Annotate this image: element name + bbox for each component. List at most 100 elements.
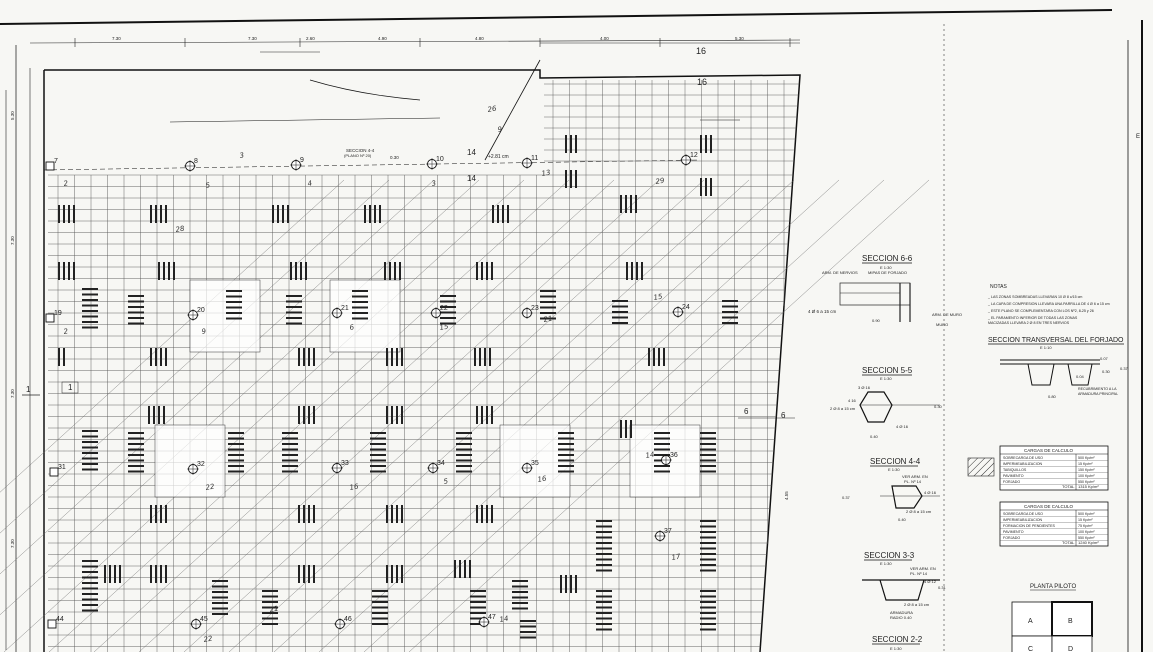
- handwritten-note: 14: [645, 451, 655, 460]
- load-row-value: 100 Kp/m²: [1078, 530, 1095, 534]
- svg-text:0.40: 0.40: [870, 434, 879, 439]
- column-label: 33: [341, 460, 349, 467]
- svg-text:0.37: 0.37: [842, 495, 851, 500]
- svg-text:E 1:30: E 1:30: [880, 265, 892, 270]
- svg-text:SECCION 4-4: SECCION 4-4: [346, 148, 375, 153]
- svg-text:SECCION 5-5: SECCION 5-5: [862, 366, 913, 375]
- column-marker: 9: [290, 157, 304, 171]
- diagonal-lines: [0, 179, 930, 652]
- svg-text:0.90: 0.90: [872, 318, 881, 323]
- handwritten-note: 3: [431, 179, 437, 188]
- svg-text:14: 14: [467, 174, 476, 183]
- dim-label-left: 5.30: [10, 111, 15, 120]
- section-4-4: SECCION 4-4 E 1:30 VER ARM. EN PL. Nº 14…: [842, 457, 940, 522]
- column-label: 36: [670, 452, 678, 459]
- column-marker: 46: [334, 616, 352, 630]
- column-label: 7: [54, 158, 58, 165]
- svg-text:SECCION 3-3: SECCION 3-3: [864, 551, 915, 560]
- column-label: 44: [56, 616, 64, 623]
- svg-text:4 Ø 16: 4 Ø 16: [924, 490, 937, 495]
- svg-text:ARMADURA: ARMADURA: [890, 610, 913, 615]
- column-label: 12: [690, 152, 698, 159]
- svg-text:_ ESTE PLANO SE COMPLEMENTARA: _ ESTE PLANO SE COMPLEMENTARA CON LOS Nº…: [987, 309, 1094, 313]
- svg-text:VER ARM. EN: VER ARM. EN: [910, 566, 936, 571]
- svg-text:E 1:30: E 1:30: [888, 467, 900, 472]
- transversal-section: SECCION TRANSVERSAL DEL FORJADO E 1:10 0…: [988, 337, 1129, 399]
- handwritten-note: 22: [205, 482, 216, 492]
- dim-label-top: 2.60: [306, 36, 315, 41]
- svg-text:SECCION 4-4: SECCION 4-4: [870, 457, 921, 466]
- svg-text:6: 6: [744, 407, 749, 416]
- load-row-value: 150 Kp/m²: [1078, 468, 1095, 472]
- svg-text:E 1:30: E 1:30: [890, 646, 902, 651]
- svg-text:0.40: 0.40: [898, 517, 907, 522]
- svg-text:ARM. DE NERVIOS: ARM. DE NERVIOS: [822, 270, 858, 275]
- load-row-value: 100 Kp/m²: [1078, 474, 1095, 478]
- section-6-6: SECCION 6-6 E 1:30 ARM. DE NERVIOS MIPAS…: [808, 254, 962, 327]
- column-marker: 34: [427, 460, 445, 474]
- section-callouts: 1 1 6 6 16 16 14 14 SECCION 4-4 (PLANO N…: [22, 46, 795, 420]
- svg-text:_ EL PARAMENTO INFERIOR DE TOD: _ EL PARAMENTO INFERIOR DE TODAS LAS ZON…: [987, 316, 1078, 320]
- handwritten-note: 2: [63, 179, 69, 188]
- load-row-label: SOBRECARGA DE USO: [1003, 456, 1043, 460]
- dim-label-top: 4.00: [600, 36, 609, 41]
- dim-label-top: 5.30: [735, 36, 744, 41]
- column-marker: 21: [331, 305, 349, 319]
- svg-text:0.04: 0.04: [1076, 374, 1085, 379]
- svg-text:1: 1: [68, 383, 73, 392]
- load-row-label: IMPERMEABILIZACION: [1003, 518, 1043, 522]
- handwritten-note: 2: [63, 327, 69, 336]
- column-label: 19: [54, 310, 62, 317]
- column-marker: 23: [521, 305, 539, 319]
- load-row-label: PAVIMENTO: [1003, 530, 1024, 534]
- svg-text:PL. Nº 14: PL. Nº 14: [904, 479, 922, 484]
- load-row-label: FORJADO: [1003, 480, 1020, 484]
- svg-text:TOTAL: TOTAL: [1062, 540, 1075, 545]
- section-3-3: SECCION 3-3 E 1:30 VER ARM. EN PL. Nº 14…: [862, 551, 947, 620]
- key-plan-cell-a: A: [1028, 618, 1033, 625]
- column-marker: 19: [45, 310, 62, 323]
- svg-text:3 Ø 16: 3 Ø 16: [858, 385, 871, 390]
- dim-label-inner: 4.55: [784, 491, 789, 500]
- load-row-value: 550 Kp/m²: [1078, 536, 1095, 540]
- dim-label-left: 7.30: [10, 236, 15, 245]
- svg-text:16: 16: [697, 77, 707, 87]
- handwritten-note: 4: [307, 179, 313, 188]
- dim-label-top: 7.30: [248, 36, 257, 41]
- column-label: 11: [531, 155, 538, 162]
- column-label: 9: [300, 157, 304, 164]
- handwritten-note: 5: [205, 181, 211, 190]
- column-marker: 22: [430, 305, 448, 319]
- column-label: 45: [200, 616, 208, 623]
- handwritten-note: 29: [655, 176, 666, 186]
- dimension-lines: [5, 39, 801, 652]
- handwritten-note: 21: [543, 315, 553, 324]
- dim-label-inner: 0.30: [390, 155, 399, 160]
- column-label: 23: [531, 305, 539, 312]
- svg-text:VER ARM. EN: VER ARM. EN: [902, 474, 928, 479]
- dim-label-left: 7.30: [10, 539, 15, 548]
- column-label: 37: [664, 528, 672, 535]
- column-label: 32: [197, 461, 205, 468]
- svg-text:1315 Kp/m²: 1315 Kp/m²: [1078, 484, 1099, 489]
- key-plan-cell-b: B: [1068, 618, 1073, 625]
- svg-text:RADIO 0.40: RADIO 0.40: [890, 615, 912, 620]
- handwritten-note: 16: [349, 482, 360, 492]
- svg-text:1: 1: [26, 385, 31, 394]
- key-plan-cell-c: C: [1028, 646, 1033, 652]
- svg-text:4 Ø 6 a 15 cm: 4 Ø 6 a 15 cm: [808, 309, 837, 314]
- column-marker: 36: [660, 452, 678, 466]
- svg-text:2 Ø 8 a 15 cm: 2 Ø 8 a 15 cm: [830, 406, 856, 411]
- handwritten-note: 21: [269, 605, 279, 614]
- svg-text:E 1:30: E 1:30: [880, 561, 892, 566]
- svg-text:MACIZADAS LLEVARA 2 Ø 8 EN TRE: MACIZADAS LLEVARA 2 Ø 8 EN TRES NERVIOS: [988, 321, 1070, 325]
- column-label: 31: [58, 464, 66, 471]
- column-label: 8: [194, 158, 198, 165]
- load-row-label: TABIQUILLOS: [1003, 468, 1027, 472]
- column-label: 22: [440, 305, 448, 312]
- slab-outline: [43, 59, 801, 652]
- dim-label-top: 4.90: [378, 36, 387, 41]
- svg-text:SECCION TRANSVERSAL DEL FORJAD: SECCION TRANSVERSAL DEL FORJADO: [988, 337, 1124, 344]
